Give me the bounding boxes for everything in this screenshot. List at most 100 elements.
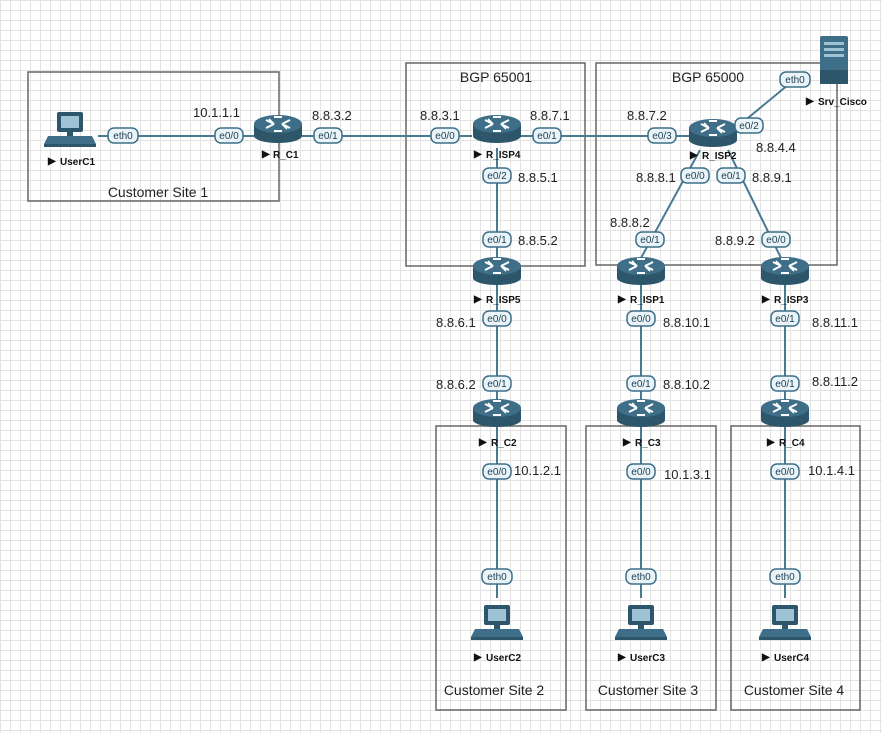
r-c1-device[interactable]: ▶ R_C1 — [253, 114, 303, 161]
svg-text:▶: ▶ — [617, 294, 627, 305]
r-isp5-device[interactable]: ▶ R_ISP5 — [472, 256, 522, 306]
bgp-65000-label: BGP 65000 — [672, 69, 744, 85]
svg-text:eth0: eth0 — [785, 75, 805, 86]
address-labels: 10.1.1.1 8.8.3.2 8.8.3.1 8.8.7.1 8.8.7.2… — [193, 105, 858, 482]
r-c3-name: R_C3 — [635, 438, 661, 449]
addr-8-8-9-1: 8.8.9.1 — [752, 170, 792, 185]
router-icon — [472, 114, 522, 144]
iface-rc2-e01[interactable]: e0/1 — [482, 375, 512, 392]
iface-rc3-e00[interactable]: e0/0 — [626, 463, 656, 480]
addr-10-1-2-1: 10.1.2.1 — [514, 463, 561, 478]
router-icon — [253, 114, 303, 144]
pc-icon — [471, 605, 523, 640]
customer-site-2-label: Customer Site 2 — [444, 682, 545, 698]
userc1-device[interactable]: ▶ UserC1 — [44, 112, 96, 168]
bgp-65000-area: BGP 65000 — [595, 62, 838, 266]
svg-text:▶: ▶ — [617, 652, 627, 663]
iface-rc2-e00[interactable]: e0/0 — [482, 463, 512, 480]
svg-text:e0/2: e0/2 — [487, 171, 507, 182]
svg-text:e0/0: e0/0 — [631, 314, 651, 325]
srv-cisco-device[interactable]: ▶ Srv_Cisco — [805, 36, 867, 108]
server-icon — [820, 36, 848, 84]
iface-isp3-e01[interactable]: e0/1 — [770, 310, 800, 327]
iface-userc4-eth0[interactable]: eth0 — [769, 568, 801, 585]
router-icon — [616, 256, 666, 286]
r-isp2-device[interactable]: ▶ R_ISP2 — [688, 118, 738, 162]
iface-isp2-e01[interactable]: e0/1 — [716, 167, 746, 184]
iface-userc2-eth0[interactable]: eth0 — [481, 568, 513, 585]
svg-text:▶: ▶ — [473, 294, 483, 305]
svg-text:e0/0: e0/0 — [435, 131, 455, 142]
svg-text:e0/2: e0/2 — [739, 121, 759, 132]
svg-text:▶: ▶ — [622, 437, 632, 448]
r-c3-device[interactable]: ▶ R_C3 — [616, 398, 666, 449]
svg-text:eth0: eth0 — [631, 572, 651, 583]
iface-userc1-eth0[interactable]: eth0 — [107, 127, 139, 144]
iface-rc4-e00[interactable]: e0/0 — [770, 463, 800, 480]
iface-srv-eth0[interactable]: eth0 — [779, 71, 811, 88]
iface-isp5-e00[interactable]: e0/0 — [482, 310, 512, 327]
iface-userc3-eth0[interactable]: eth0 — [625, 568, 657, 585]
customer-site-3-label: Customer Site 3 — [598, 682, 699, 698]
svg-text:e0/1: e0/1 — [640, 235, 660, 246]
addr-8-8-6-2: 8.8.6.2 — [436, 377, 476, 392]
r-c4-name: R_C4 — [779, 438, 805, 449]
r-c2-device[interactable]: ▶ R_C2 — [472, 398, 522, 449]
svg-text:e0/1: e0/1 — [487, 379, 507, 390]
addr-8-8-3-1: 8.8.3.1 — [420, 108, 460, 123]
addr-8-8-5-2: 8.8.5.2 — [518, 233, 558, 248]
iface-isp1-e01[interactable]: e0/1 — [635, 231, 665, 248]
iface-isp4-e02[interactable]: e0/2 — [482, 167, 512, 184]
svg-text:e0/0: e0/0 — [766, 235, 786, 246]
iface-isp2-e02[interactable]: e0/2 — [734, 117, 764, 134]
router-icon — [760, 256, 810, 286]
iface-isp3-e00[interactable]: e0/0 — [761, 231, 791, 248]
iface-rc1-e00[interactable]: e0/0 — [214, 127, 244, 144]
iface-rc1-e01[interactable]: e0/1 — [313, 127, 343, 144]
svg-text:▶: ▶ — [473, 652, 483, 663]
iface-isp4-e00[interactable]: e0/0 — [430, 127, 460, 144]
r-c4-device[interactable]: ▶ R_C4 — [760, 398, 810, 449]
iface-rc3-e01[interactable]: e0/1 — [626, 375, 656, 392]
addr-8-8-4-4: 8.8.4.4 — [756, 140, 796, 155]
pc-icon — [615, 605, 667, 640]
userc2-device[interactable]: ▶ UserC2 — [471, 605, 523, 664]
svg-text:e0/0: e0/0 — [487, 467, 507, 478]
r-isp3-device[interactable]: ▶ R_ISP3 — [760, 256, 810, 306]
addr-8-8-10-2: 8.8.10.2 — [663, 377, 710, 392]
iface-isp5-e01[interactable]: e0/1 — [482, 231, 512, 248]
svg-text:▶: ▶ — [761, 652, 771, 663]
router-icon — [616, 398, 666, 428]
svg-text:e0/0: e0/0 — [775, 467, 795, 478]
userc3-name: UserC3 — [630, 653, 665, 664]
addr-8-8-8-1: 8.8.8.1 — [636, 170, 676, 185]
addr-10-1-3-1: 10.1.3.1 — [664, 467, 711, 482]
r-c1-name: R_C1 — [273, 150, 299, 161]
r-isp1-device[interactable]: ▶ R_ISP1 — [616, 256, 666, 306]
iface-isp2-e00[interactable]: e0/0 — [680, 167, 710, 184]
svg-text:e0/0: e0/0 — [685, 171, 705, 182]
iface-rc4-e01[interactable]: e0/1 — [770, 375, 800, 392]
svg-text:▶: ▶ — [473, 149, 483, 160]
addr-8-8-11-1: 8.8.11.1 — [812, 315, 858, 330]
r-isp4-device[interactable]: ▶ R_ISP4 — [472, 114, 522, 161]
iface-isp4-e01[interactable]: e0/1 — [532, 127, 562, 144]
userc4-device[interactable]: ▶ UserC4 — [759, 605, 811, 664]
userc3-device[interactable]: ▶ UserC3 — [615, 605, 667, 664]
r-isp4-name: R_ISP4 — [486, 150, 521, 161]
iface-isp1-e00[interactable]: e0/0 — [626, 310, 656, 327]
router-icon — [472, 398, 522, 428]
r-c2-name: R_C2 — [491, 438, 517, 449]
iface-isp2-e03[interactable]: e0/3 — [647, 127, 677, 144]
svg-text:e0/1: e0/1 — [775, 379, 795, 390]
addr-8-8-8-2: 8.8.8.2 — [610, 215, 650, 230]
svg-text:e0/1: e0/1 — [537, 131, 557, 142]
addr-10-1-4-1: 10.1.4.1 — [808, 463, 855, 478]
r-isp1-name: R_ISP1 — [630, 295, 665, 306]
userc4-name: UserC4 — [774, 653, 809, 664]
svg-text:▶: ▶ — [766, 437, 776, 448]
userc1-name: UserC1 — [60, 157, 95, 168]
bgp-65001-label: BGP 65001 — [460, 69, 532, 85]
svg-text:eth0: eth0 — [775, 572, 795, 583]
